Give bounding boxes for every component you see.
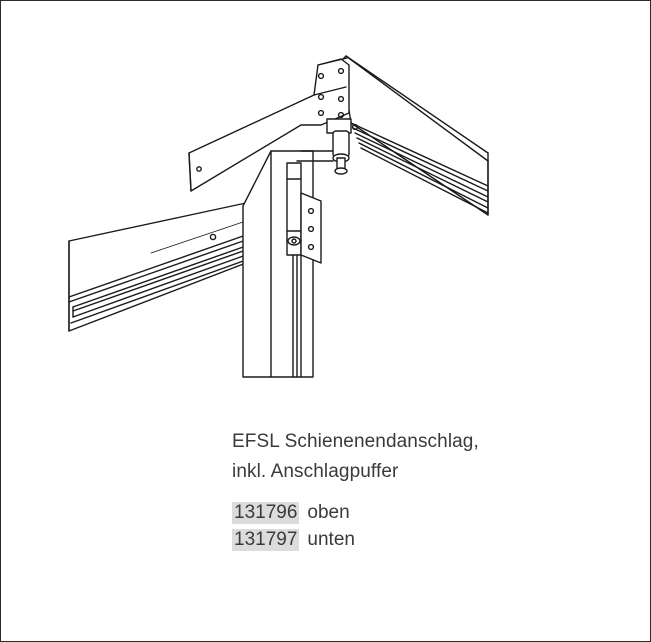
part-number: 131797 bbox=[232, 528, 300, 551]
technical-drawing bbox=[68, 55, 489, 378]
upper-rail bbox=[340, 55, 489, 216]
end-stop-buffer bbox=[296, 118, 359, 175]
product-caption: EFSL Schienenendanschlag, inkl. Anschlag… bbox=[232, 427, 632, 487]
part-row-unten: 131797 unten bbox=[232, 526, 355, 553]
part-label: oben bbox=[307, 501, 350, 523]
part-label: unten bbox=[307, 528, 355, 550]
left-rail bbox=[68, 202, 247, 332]
part-row-oben: 131796 oben bbox=[232, 499, 355, 526]
part-number: 131796 bbox=[232, 501, 300, 524]
top-bracket bbox=[188, 57, 350, 192]
caption-line-1: EFSL Schienenendanschlag, bbox=[232, 431, 479, 452]
caption-line-2: inkl. Anschlagpuffer bbox=[232, 461, 399, 482]
part-number-list: 131796 oben 131797 unten bbox=[232, 499, 355, 553]
vertical-post bbox=[242, 150, 314, 378]
lower-bracket bbox=[286, 162, 322, 264]
